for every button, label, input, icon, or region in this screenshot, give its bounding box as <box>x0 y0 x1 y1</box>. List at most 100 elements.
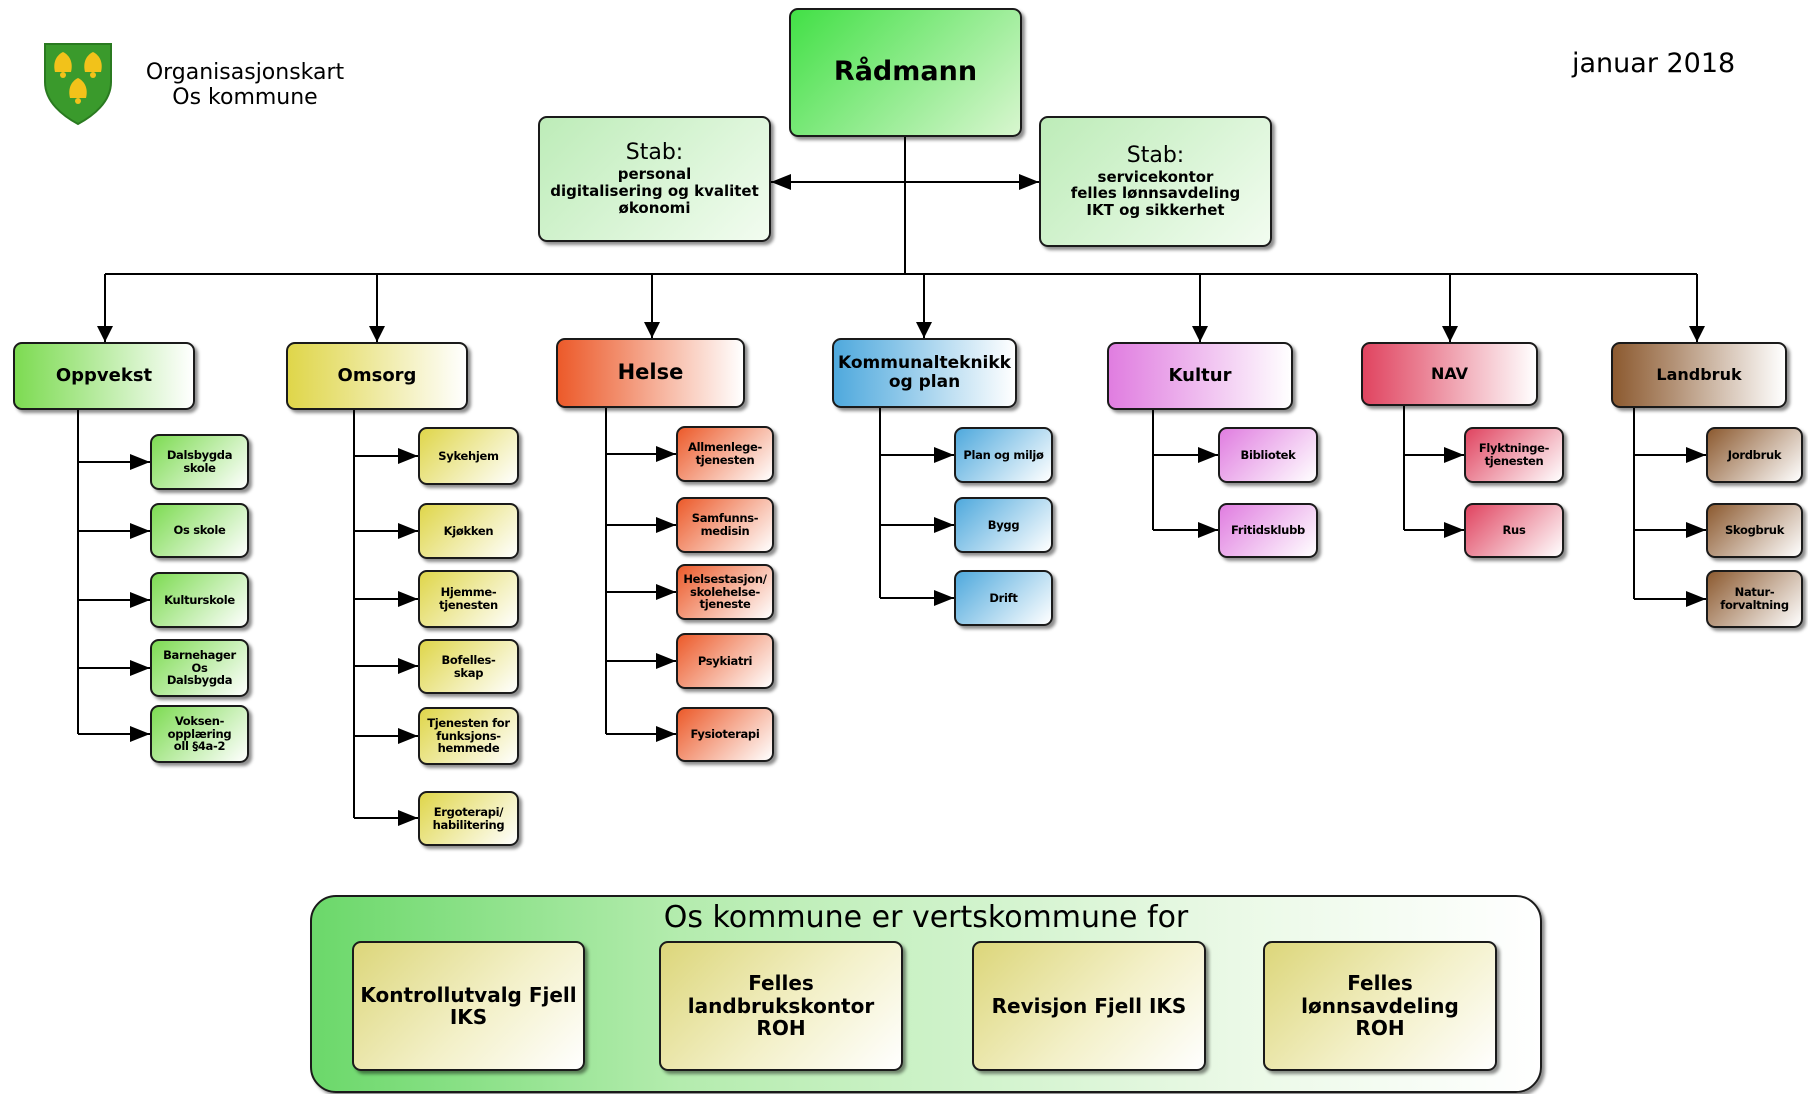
vertskommune-title: Os kommune er vertskommune for <box>663 900 1189 935</box>
unit-label: Bygg <box>987 517 1020 532</box>
dept-label: Helse <box>617 360 684 385</box>
connector-arrowhead <box>1686 522 1706 538</box>
connector-arrowhead <box>656 517 676 533</box>
unit-label: Rus <box>1502 523 1526 538</box>
unit-box: Bofelles- skap <box>418 639 519 694</box>
connector-arrowhead <box>130 454 150 470</box>
radmann-label: Rådmann <box>833 56 978 88</box>
unit-label: Kulturskole <box>164 592 235 607</box>
unit-box: Jordbruk <box>1706 427 1803 483</box>
dept-nav: NAV <box>1361 342 1538 406</box>
unit-label: Tjenesten for funksjons- hemmede <box>427 715 510 756</box>
unit-label: Ergoterapi/ habilitering <box>432 804 505 832</box>
vertskommune-item-label: Felles lønnsavdeling ROH <box>1301 971 1459 1041</box>
unit-label: Skogbruk <box>1724 523 1785 538</box>
unit-label: Helsestasjon/ skolehelse- tjeneste <box>683 571 767 612</box>
unit-box: Fritidsklubb <box>1218 503 1318 558</box>
unit-label: Flyktninge- tjenesten <box>1478 441 1550 468</box>
dept-kommunalteknikk: Kommunalteknikk og plan <box>832 338 1017 408</box>
unit-box: Os skole <box>150 503 249 558</box>
unit-box: Flyktninge- tjenesten <box>1464 427 1564 483</box>
unit-box: Drift <box>954 570 1053 626</box>
unit-box: Bygg <box>954 497 1053 553</box>
connector-arrowhead <box>130 726 150 742</box>
unit-box: Bibliotek <box>1218 427 1318 483</box>
connector-arrowhead <box>1444 522 1464 538</box>
unit-label: Samfunns- medisin <box>691 511 759 538</box>
connector-arrowhead <box>934 447 954 463</box>
connector-arrowhead <box>1689 326 1705 342</box>
connector-arrowhead <box>398 728 418 744</box>
connector-arrowhead <box>1019 174 1039 190</box>
unit-label: Jordbruk <box>1727 447 1782 462</box>
chart-subtitle: Os kommune <box>172 85 318 111</box>
unit-box: Dalsbygda skole <box>150 434 249 490</box>
radmann-box: Rådmann <box>789 8 1022 137</box>
vertskommune-item-label: Kontrollutvalg Fjell IKS <box>360 982 577 1029</box>
dept-label: Kultur <box>1168 364 1232 386</box>
dept-label: Omsorg <box>337 364 417 386</box>
vertskommune-item: Felles lønnsavdeling ROH <box>1263 941 1497 1071</box>
stab-right-lines: servicekontor felles lønnsavdeling IKT o… <box>1070 167 1241 220</box>
unit-label: Dalsbygda skole <box>166 448 233 475</box>
unit-label: Bofelles- skap <box>441 652 496 680</box>
connector-arrowhead <box>656 653 676 669</box>
connector-arrowhead <box>398 448 418 464</box>
stab-left-title: Stab: <box>625 140 684 166</box>
chart-title-block: Organisasjonskart Os kommune <box>140 60 350 111</box>
connector-arrowhead <box>97 326 113 342</box>
connector-arrowhead <box>656 584 676 600</box>
unit-box: Tjenesten for funksjons- hemmede <box>418 707 519 765</box>
unit-label: Kjøkken <box>443 523 494 538</box>
stab-right-box: Stab: servicekontor felles lønnsavdeling… <box>1039 116 1272 247</box>
unit-box: Kulturskole <box>150 572 249 628</box>
connector-arrowhead <box>644 322 660 338</box>
connector-arrowhead <box>130 523 150 539</box>
dept-label: Landbruk <box>1656 365 1742 385</box>
connector-arrowhead <box>130 660 150 676</box>
unit-label: Plan og miljø <box>963 447 1044 462</box>
connector-arrowhead <box>398 591 418 607</box>
connector-arrowhead <box>130 592 150 608</box>
unit-box: Sykehjem <box>418 427 519 485</box>
unit-box: Helsestasjon/ skolehelse- tjeneste <box>676 564 774 620</box>
unit-box: Fysioterapi <box>676 707 774 762</box>
connector-arrowhead <box>398 658 418 674</box>
connector-arrowhead <box>1442 326 1458 342</box>
dept-label: Oppvekst <box>55 364 153 386</box>
connector-arrowhead <box>916 322 932 338</box>
unit-label: Psykiatri <box>697 653 753 668</box>
connector-arrowhead <box>1198 447 1218 463</box>
connector-arrowhead <box>1686 447 1706 463</box>
vertskommune-item-label: Felles landbrukskontor ROH <box>687 971 875 1041</box>
unit-box: Allmenlege- tjenesten <box>676 426 774 482</box>
unit-box: Rus <box>1464 503 1564 558</box>
dept-oppvekst: Oppvekst <box>13 342 195 410</box>
os-kommune-coat-of-arms-logo <box>43 42 113 126</box>
connector-arrowhead <box>1192 326 1208 342</box>
unit-label: Drift <box>989 590 1018 605</box>
dept-kultur: Kultur <box>1107 342 1293 410</box>
unit-label: Voksen- opplæring oll §4a-2 <box>167 713 232 754</box>
stab-left-lines: personal digitalisering og kvalitet økon… <box>550 165 759 217</box>
unit-box: Kjøkken <box>418 503 519 559</box>
chart-title: Organisasjonskart <box>145 60 345 85</box>
connector-arrowhead <box>656 726 676 742</box>
chart-date: januar 2018 <box>1572 48 1736 79</box>
connector-arrowhead <box>369 326 385 342</box>
unit-label: Hjemme- tjenesten <box>439 585 498 612</box>
connector-arrowhead <box>398 523 418 539</box>
unit-box: Ergoterapi/ habilitering <box>418 791 519 846</box>
unit-label: Os skole <box>173 523 226 538</box>
connector-arrowhead <box>1444 447 1464 463</box>
stab-right-title: Stab: <box>1126 142 1185 168</box>
dept-label: NAV <box>1430 364 1469 384</box>
connector-arrowhead <box>656 446 676 462</box>
vertskommune-item: Felles landbrukskontor ROH <box>659 941 903 1071</box>
dept-landbruk: Landbruk <box>1611 342 1787 408</box>
unit-label: Fysioterapi <box>690 727 760 742</box>
vertskommune-item-label: Revisjon Fjell IKS <box>991 993 1187 1018</box>
unit-box: Barnehager Os Dalsbygda <box>150 639 249 697</box>
connector-arrowhead <box>934 517 954 533</box>
dept-omsorg: Omsorg <box>286 342 468 410</box>
